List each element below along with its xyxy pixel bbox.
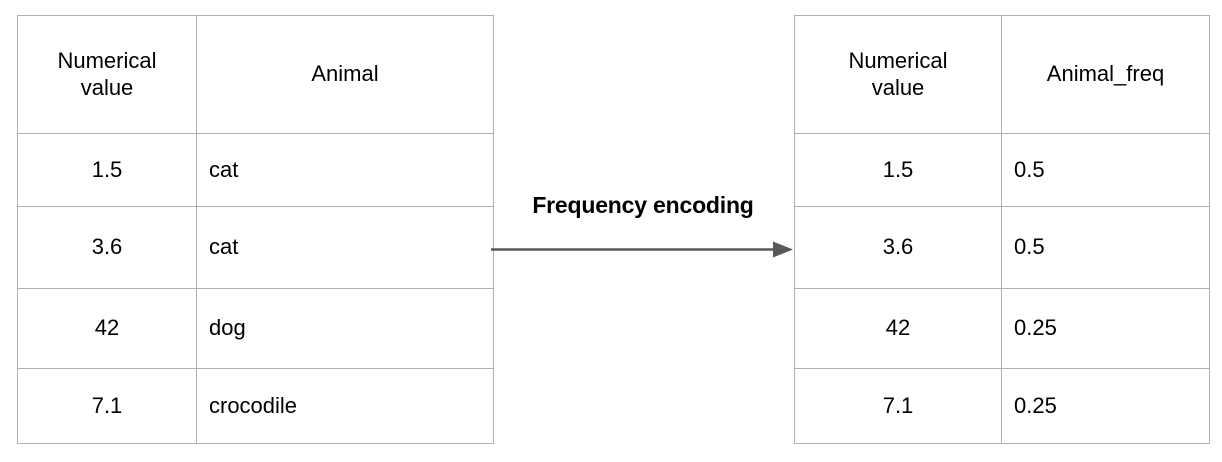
cell-numerical-value: 42 (794, 288, 1002, 369)
source-header-animal: Animal (196, 15, 494, 134)
cell-numerical-value: 1.5 (794, 133, 1002, 207)
cell-animal-freq: 0.5 (1001, 206, 1210, 289)
cell-animal: cat (196, 206, 494, 289)
cell-animal-freq: 0.25 (1001, 368, 1210, 444)
header-line-2: value (871, 74, 925, 100)
table-row: 1.5 0.5 (794, 133, 1210, 207)
table-header-row: Numerical value Animal (17, 15, 494, 134)
table-header-row: Numerical value Animal_freq (794, 15, 1210, 134)
table-row: 7.1 crocodile (17, 368, 494, 444)
table-row: 7.1 0.25 (794, 368, 1210, 444)
header-line-2: value (80, 74, 134, 100)
encoded-header-animal-freq: Animal_freq (1001, 15, 1210, 134)
cell-numerical-value: 1.5 (17, 133, 197, 207)
cell-numerical-value: 7.1 (794, 368, 1002, 444)
table-row: 42 0.25 (794, 288, 1210, 369)
cell-animal-freq: 0.25 (1001, 288, 1210, 369)
cell-animal: dog (196, 288, 494, 369)
encoded-header-numerical-value: Numerical value (794, 15, 1002, 134)
encoded-table: Numerical value Animal_freq 1.5 0.5 3.6 … (794, 15, 1210, 444)
flow-label: Frequency encoding (532, 192, 754, 218)
cell-numerical-value: 7.1 (17, 368, 197, 444)
cell-animal-freq: 0.5 (1001, 133, 1210, 207)
header-line-1: Numerical (57, 47, 157, 73)
table-row: 42 dog (17, 288, 494, 369)
table-row: 3.6 cat (17, 206, 494, 289)
header-line-1: Animal_freq (1046, 61, 1165, 87)
right-arrow-icon (487, 236, 799, 264)
cell-numerical-value: 3.6 (794, 206, 1002, 289)
table-row: 3.6 0.5 (794, 206, 1210, 289)
source-table: Numerical value Animal 1.5 cat 3.6 cat 4… (17, 15, 494, 444)
cell-animal: crocodile (196, 368, 494, 444)
header-line-1: Numerical (848, 47, 948, 73)
header-line-1: Animal (311, 61, 379, 87)
table-row: 1.5 cat (17, 133, 494, 207)
cell-numerical-value: 42 (17, 288, 197, 369)
cell-animal: cat (196, 133, 494, 207)
cell-numerical-value: 3.6 (17, 206, 197, 289)
source-header-numerical-value: Numerical value (17, 15, 197, 134)
